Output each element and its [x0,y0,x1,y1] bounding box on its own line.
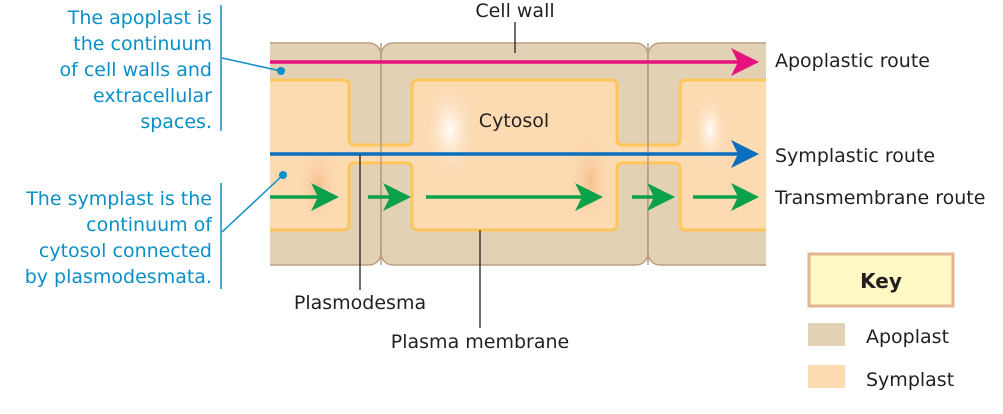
key-legend: Key Apoplast Symplast [807,252,955,391]
apoplast-note-line: extracellular [93,85,212,107]
cell-wall-label: Cell wall [475,0,554,22]
key-swatch-symplast [808,365,845,388]
key-title: Key [860,269,902,293]
plasmodesma-label: Plasmodesma [294,292,426,314]
plasma-membrane-label: Plasma membrane [391,331,569,353]
apoplast-note-line: the continuum [73,33,212,55]
key-title-box [807,252,955,308]
apoplast-note-line: The apoplast is [67,7,212,29]
symplast-pointer-dot [279,171,287,179]
symplast-note-line: The symplast is the [25,188,212,210]
symplast-note: The symplast is the continuum of cytosol… [25,188,214,288]
apoplast-note-line: of cell walls and [59,59,212,81]
apoplastic-route-label: Apoplastic route [775,50,930,72]
symplast-note-line: by plasmodesmata. [25,266,212,288]
apoplast-pointer-dot [277,67,285,75]
key-label-symplast: Symplast [866,369,954,391]
symplast-note-line: continuum of [86,214,213,236]
apoplast-note-line: spaces. [140,111,212,133]
apoplast-note: The apoplast is the continuum of cell wa… [59,7,212,133]
key-swatch-apoplast [808,323,845,346]
cytosol-label: Cytosol [479,110,549,132]
symplast-note-line: cytosol connected [39,240,212,262]
transmembrane-route-label: Transmembrane route [774,187,985,209]
key-label-apoplast: Apoplast [866,326,949,348]
symplastic-route-label: Symplastic route [775,145,935,167]
